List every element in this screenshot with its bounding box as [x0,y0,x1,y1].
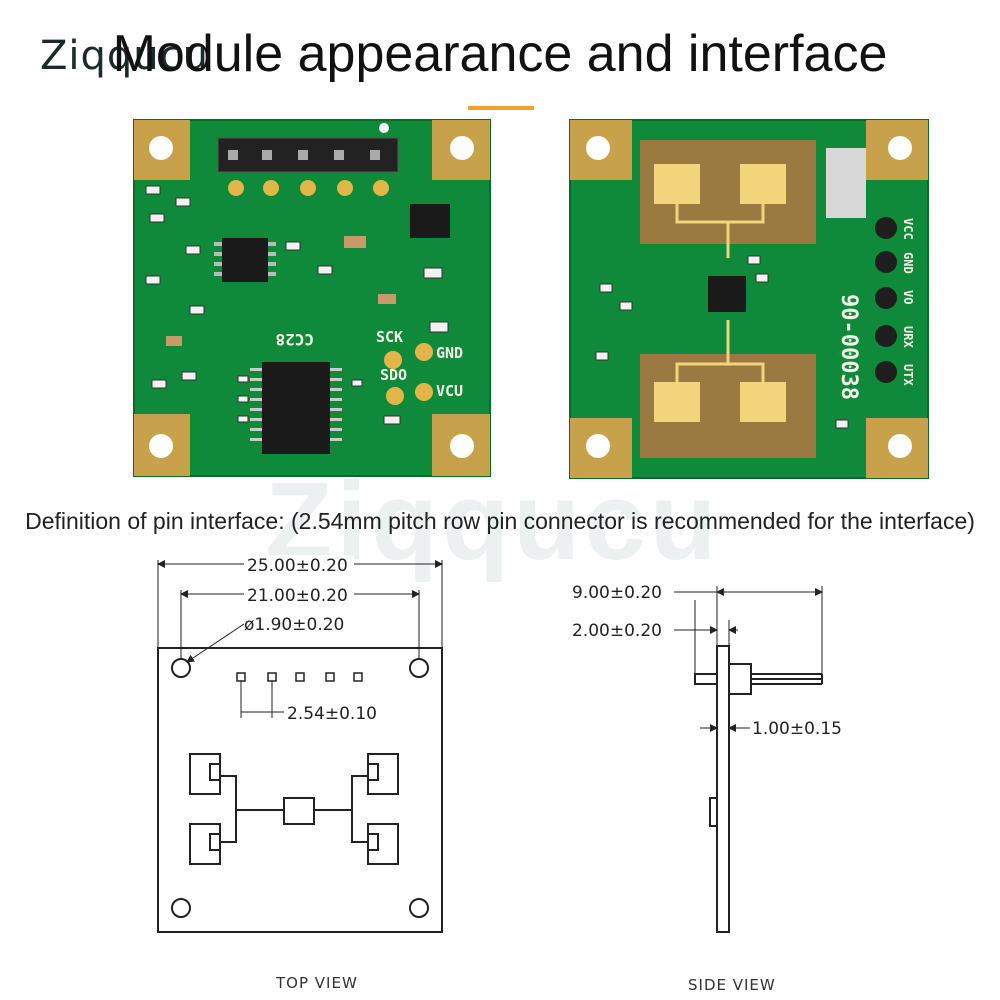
technical-drawings: 25.00±0.20 21.00±0.20 ø1.90±0.20 2.54±0.… [157,555,842,994]
dim-hole-span: 21.00±0.20 [247,586,348,606]
pin-label-gnd: GND [436,344,463,362]
page-title: Module appearance and interface [112,25,888,83]
chip-label: CC28 [275,330,314,349]
pin-label-sdo: SDO [380,366,407,384]
brand-logo: Ziqqucu [40,33,209,79]
serial-label: 90-00038 [836,294,861,400]
side-view-drawing [674,586,823,933]
back-pin-vo: VO [901,290,915,304]
dim-pin-pitch: 2.54±0.10 [287,704,377,724]
title-underline [468,106,534,110]
dim-side-header: 2.00±0.20 [572,621,662,641]
pcb-photos: CC28 SCK GND SDO VCU 90-000 [133,119,929,479]
pin-label-sck: SCK [376,328,403,346]
back-pin-urx: URX [901,326,915,348]
dim-side-thickness: 1.00±0.15 [752,719,842,739]
dim-board-width: 25.00±0.20 [247,556,348,576]
back-pin-utx: UTX [901,364,915,386]
side-view-label: SIDE VIEW [688,976,776,994]
back-board-photo: 90-00038 VCC GND VO URX UTX [569,119,929,479]
pin-label-vcu: VCU [436,382,463,400]
pin-interface-caption: Definition of pin interface: (2.54mm pit… [25,508,975,534]
back-pin-gnd: GND [901,252,915,274]
back-pin-vcc: VCC [901,218,915,240]
dim-hole-diameter: ø1.90±0.20 [244,615,344,635]
dim-side-total: 9.00±0.20 [572,583,662,603]
front-board-photo: CC28 SCK GND SDO VCU [133,119,491,477]
top-view-label: TOP VIEW [275,974,358,992]
